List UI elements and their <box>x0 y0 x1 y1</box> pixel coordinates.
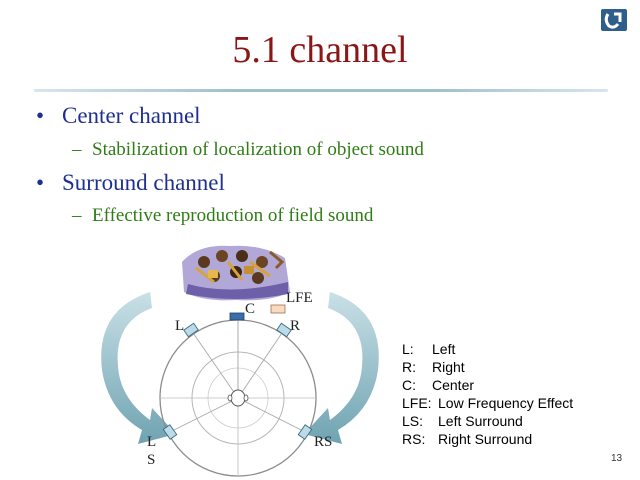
left-surround-speaker-icon <box>162 424 178 440</box>
lfe-speaker-icon <box>270 304 286 314</box>
left-surround-arrow <box>101 292 176 444</box>
page-number: 13 <box>611 453 623 464</box>
sub-bullet-text: Effective reproduction of field sound <box>92 205 374 226</box>
legend-row-l: L:Left <box>402 341 456 357</box>
label-l: L <box>175 318 184 334</box>
legend-row-r: R:Right <box>402 359 465 375</box>
orchestra-illustration <box>182 245 290 301</box>
label-lfe: LFE <box>286 290 313 306</box>
dash-marker: – <box>72 205 82 226</box>
label-ls-top: L <box>147 434 156 450</box>
center-speaker-icon <box>229 312 245 321</box>
label-rs: RS <box>314 434 332 450</box>
left-speaker-icon <box>183 322 199 338</box>
legend-row-ls: LS:Left Surround <box>402 413 523 429</box>
legend-row-rs: RS:Right Surround <box>402 431 533 447</box>
dash-marker: – <box>72 139 82 160</box>
title-divider <box>34 89 608 92</box>
speaker-legend: L:Left R:Right C:Center LFE:Low Frequenc… <box>402 340 573 448</box>
label-r: R <box>290 318 300 334</box>
sub-bullet-text: Stabilization of localization of object … <box>92 139 424 160</box>
bullet-text: Surround channel <box>62 170 225 195</box>
company-logo-icon <box>601 9 627 31</box>
legend-row-lfe: LFE:Low Frequency Effect <box>402 395 574 411</box>
right-surround-speaker-icon <box>297 424 313 440</box>
legend-row-c: C:Center <box>402 377 475 393</box>
label-c: C <box>245 301 255 317</box>
label-ls-bottom: S <box>147 452 155 468</box>
right-speaker-icon <box>276 322 292 338</box>
listener-head-icon <box>227 389 249 407</box>
bullet-marker: • <box>36 103 45 128</box>
right-surround-arrow <box>304 292 379 444</box>
bullet-text: Center channel <box>62 103 201 128</box>
slide-title: 5.1 channel <box>232 29 408 71</box>
bullet-marker: • <box>36 170 45 195</box>
